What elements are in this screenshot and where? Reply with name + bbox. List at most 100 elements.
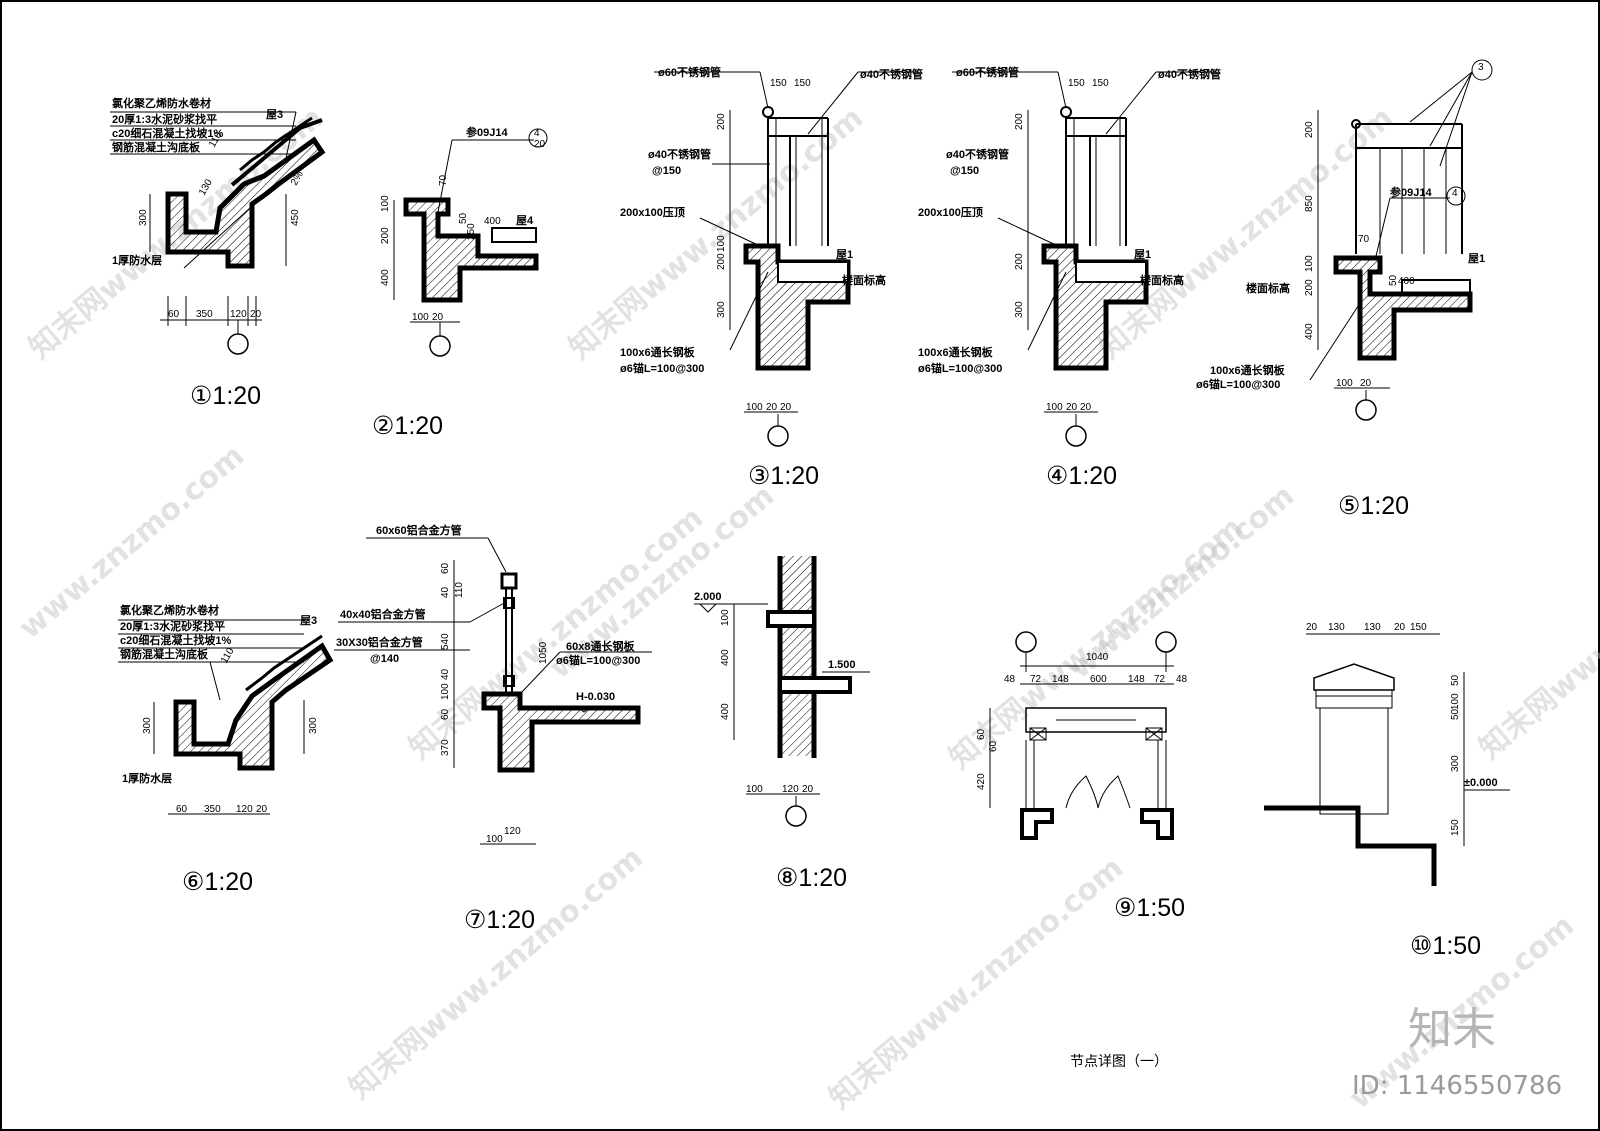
svg-text:370: 370 — [440, 739, 451, 756]
detail-7-aluminum-railing: 60x60铝合金方管 40x40铝合金方管 30X30铝合金方管 @140 60… — [334, 523, 652, 934]
svg-text:20: 20 — [534, 139, 546, 150]
svg-text:200: 200 — [1304, 121, 1315, 138]
svg-text:130: 130 — [1328, 622, 1345, 633]
svg-text:ø60不锈钢管: ø60不锈钢管 — [956, 65, 1019, 79]
svg-text:100: 100 — [746, 784, 763, 795]
svg-text:氯化聚乙烯防水卷材: 氯化聚乙烯防水卷材 — [112, 96, 211, 110]
svg-text:60: 60 — [440, 562, 451, 574]
svg-text:110: 110 — [454, 582, 465, 598]
svg-text:400: 400 — [1398, 276, 1415, 287]
svg-text:150: 150 — [794, 78, 811, 89]
svg-text:ø40不锈钢管: ø40不锈钢管 — [946, 147, 1009, 161]
svg-text:400: 400 — [380, 269, 391, 286]
svg-text:72: 72 — [1154, 674, 1166, 685]
svg-text:100: 100 — [720, 609, 731, 626]
svg-text:400: 400 — [720, 649, 731, 666]
detail-3-label: ③1:20 — [748, 462, 819, 490]
svg-text:ø6锚L=100@300: ø6锚L=100@300 — [1196, 377, 1280, 391]
svg-text:20: 20 — [250, 309, 262, 320]
svg-text:200: 200 — [1304, 279, 1315, 296]
svg-text:200x100压顶: 200x100压顶 — [620, 205, 685, 219]
svg-text:148: 148 — [1128, 674, 1145, 685]
sheet-title: 节点详图（一） — [1070, 1054, 1168, 1070]
svg-text:150: 150 — [1410, 622, 1427, 633]
svg-text:60: 60 — [168, 309, 180, 320]
svg-text:屋1: 屋1 — [836, 248, 853, 261]
svg-text:20: 20 — [256, 804, 268, 815]
svg-text:130: 130 — [1364, 622, 1381, 633]
svg-text:120: 120 — [236, 804, 253, 815]
svg-text:48: 48 — [1176, 674, 1188, 685]
svg-text:148: 148 — [1052, 674, 1069, 685]
svg-text:100: 100 — [1450, 693, 1461, 710]
detail-9-label: ⑨1:50 — [1114, 894, 1185, 922]
svg-text:氯化聚乙烯防水卷材: 氯化聚乙烯防水卷材 — [120, 603, 219, 617]
svg-text:100x6通长钢板: 100x6通长钢板 — [620, 345, 696, 359]
detail-7-label: ⑦1:20 — [464, 906, 535, 934]
svg-text:ø40不锈钢管: ø40不锈钢管 — [648, 147, 711, 161]
svg-text:c20细石混凝土找坡1%: c20细石混凝土找坡1% — [112, 126, 223, 140]
svg-text:400: 400 — [484, 216, 501, 227]
svg-text:100: 100 — [716, 235, 727, 252]
svg-text:50: 50 — [1388, 274, 1399, 286]
svg-text:屋1: 屋1 — [1468, 252, 1485, 265]
svg-text:20厚1:3水泥砂浆找平: 20厚1:3水泥砂浆找平 — [120, 619, 225, 633]
svg-text:40: 40 — [440, 586, 451, 598]
svg-text:20: 20 — [780, 402, 792, 413]
watermark-id: ID: 1146550786 — [1352, 1071, 1562, 1101]
svg-text:@140: @140 — [370, 653, 399, 665]
svg-text:屋3: 屋3 — [300, 614, 317, 627]
svg-text:4: 4 — [534, 128, 540, 139]
svg-text:100: 100 — [1046, 402, 1063, 413]
svg-text:H-0.030: H-0.030 — [576, 691, 615, 703]
svg-text:100: 100 — [412, 312, 429, 323]
svg-text:参09J14: 参09J14 — [1390, 185, 1432, 199]
svg-text:60: 60 — [976, 728, 987, 740]
svg-text:350: 350 — [204, 804, 221, 815]
svg-text:ø6锚L=100@300: ø6锚L=100@300 — [918, 361, 1002, 375]
svg-text:ø60不锈钢管: ø60不锈钢管 — [658, 65, 721, 79]
svg-text:20: 20 — [1360, 378, 1372, 389]
detail-9-gate-elevation: 1040 48 72 148 600 148 72 48 60 60 420 ⑨… — [976, 631, 1188, 922]
svg-text:60: 60 — [440, 708, 451, 720]
detail-8-wall-section: 2.000 1.500 100 400 400 100 120 20 ⑧1:20 — [694, 556, 870, 892]
svg-text:屋4: 屋4 — [516, 214, 534, 227]
svg-text:2.000: 2.000 — [694, 591, 722, 603]
svg-text:450: 450 — [290, 209, 301, 226]
svg-text:1厚防水层: 1厚防水层 — [122, 771, 172, 785]
svg-text:200: 200 — [1014, 253, 1025, 270]
svg-text:300: 300 — [138, 209, 149, 226]
detail-4-railing-section: ø60不锈钢管 ø40不锈钢管 ø40不锈钢管 @150 200x100压顶 1… — [918, 65, 1221, 490]
detail-1-gutter-section: 氯化聚乙烯防水卷材 20厚1:3水泥砂浆找平 c20细石混凝土找坡1% 钢筋混凝… — [110, 96, 326, 410]
svg-text:屋1: 屋1 — [1134, 248, 1151, 261]
svg-text:850: 850 — [1304, 195, 1315, 212]
svg-text:150: 150 — [1450, 819, 1461, 836]
svg-text:ø6锚L=100@300: ø6锚L=100@300 — [620, 361, 704, 375]
svg-text:60: 60 — [988, 740, 999, 752]
detail-4-label: ④1:20 — [1046, 462, 1117, 490]
svg-text:钢筋混凝土沟底板: 钢筋混凝土沟底板 — [112, 140, 201, 154]
svg-text:100: 100 — [440, 683, 451, 700]
svg-text:60: 60 — [176, 804, 188, 815]
svg-text:20: 20 — [766, 402, 778, 413]
svg-text:200: 200 — [380, 227, 391, 244]
svg-text:楼面标高: 楼面标高 — [1246, 281, 1290, 295]
svg-text:540: 540 — [440, 633, 451, 650]
detail-10-post-elevation: 20 130 130 20 150 ±0.000 50 100 50 300 1… — [1264, 622, 1510, 960]
svg-text:屋3: 屋3 — [266, 108, 283, 121]
svg-text:100: 100 — [1304, 255, 1315, 272]
watermark-logo: 知末 — [1408, 1004, 1496, 1055]
svg-text:ø40不锈钢管: ø40不锈钢管 — [860, 67, 923, 81]
svg-text:50: 50 — [458, 212, 469, 224]
svg-text:@150: @150 — [950, 165, 979, 177]
svg-text:4: 4 — [1452, 188, 1458, 199]
svg-text:c20细石混凝土找坡1%: c20细石混凝土找坡1% — [120, 633, 231, 647]
detail-1-label: ①1:20 — [190, 382, 261, 410]
svg-text:250: 250 — [466, 223, 477, 240]
svg-text:1050: 1050 — [538, 641, 549, 664]
svg-text:@150: @150 — [652, 165, 681, 177]
svg-text:ø40不锈钢管: ø40不锈钢管 — [1158, 67, 1221, 81]
svg-text:400: 400 — [1304, 323, 1315, 340]
svg-text:30X30铝合金方管: 30X30铝合金方管 — [336, 635, 423, 649]
